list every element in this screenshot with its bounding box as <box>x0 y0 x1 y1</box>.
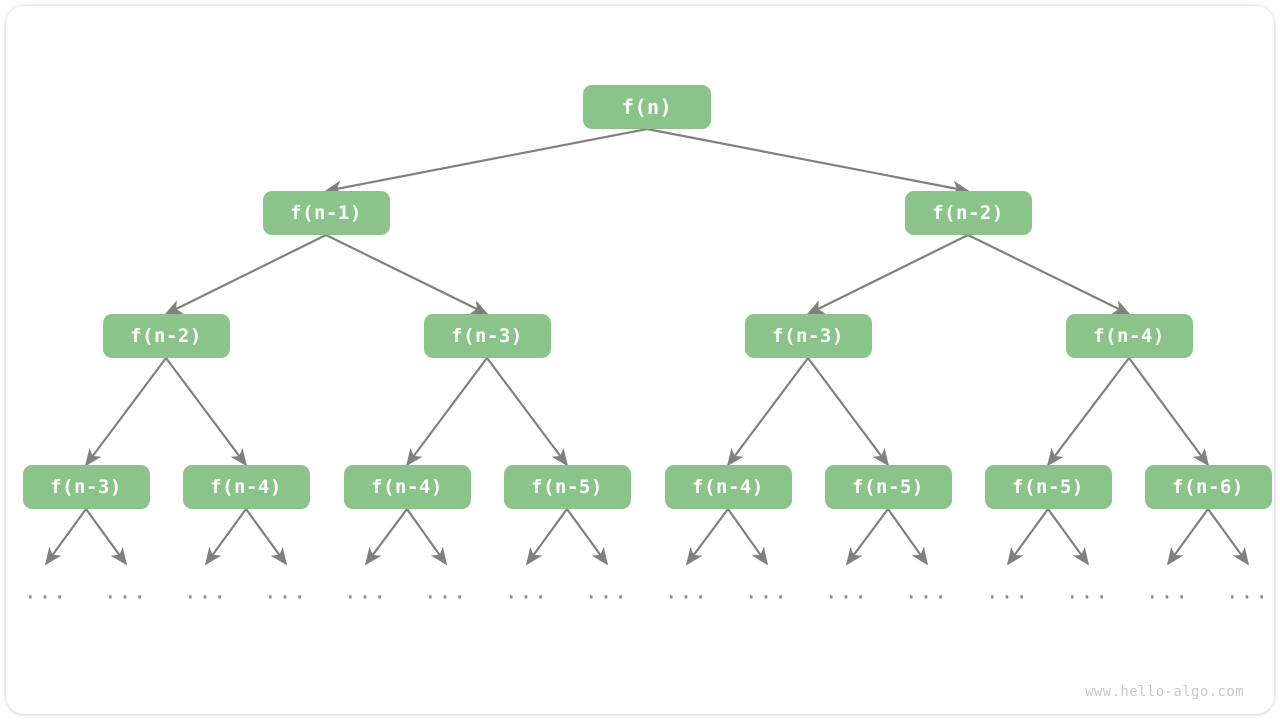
tree-edge-n3-n7 <box>84 357 167 467</box>
tree-edge-n5-n11 <box>726 357 809 467</box>
tree-edge-n0-n1 <box>324 127 648 196</box>
tree-edge-n1-n3 <box>164 234 327 315</box>
ellipsis-leaf: ... <box>424 579 468 604</box>
figure-card: f(n) f(n-1) f(n-2) f(n-2) f(n-3) f(n-3) f(n-4)… <box>6 6 1274 714</box>
leaf-edge-n14-14 <box>1166 508 1209 566</box>
leaf-edge-n11-9 <box>727 508 769 566</box>
tree-node-n7: f(n-3) <box>22 465 150 509</box>
leaf-edge-n12-10 <box>845 508 889 566</box>
ellipsis-leaf: ... <box>505 579 549 604</box>
tree-node-label: f(n-5) <box>531 476 603 498</box>
leaf-edge-n10-6 <box>525 508 568 566</box>
tree-node-n3: f(n-2) <box>102 314 230 358</box>
tree-node-label: f(n-4) <box>371 476 443 498</box>
tree-edge-n4-n10 <box>486 357 569 467</box>
leaf-edge-n8-3 <box>245 508 288 566</box>
tree-node-label: f(n-2) <box>932 202 1004 224</box>
ellipsis-leaf: ... <box>665 579 709 604</box>
tree-node-n6: f(n-4) <box>1065 314 1193 358</box>
ellipsis-leaf: ... <box>264 579 308 604</box>
leaf-edges <box>44 508 1250 566</box>
tree-node-label: f(n-4) <box>692 476 764 498</box>
ellipsis-leaf: ... <box>1066 579 1110 604</box>
tree-edge-n2-n6 <box>967 234 1131 315</box>
leaf-edge-n10-7 <box>566 508 609 566</box>
tree-edges <box>84 127 1210 467</box>
tree-node-label: f(n-1) <box>290 202 362 224</box>
tree-edge-n1-n4 <box>325 234 489 315</box>
tree-node-n10: f(n-5) <box>503 465 631 509</box>
tree-edge-n2-n5 <box>806 234 969 315</box>
tree-node-n5: f(n-3) <box>744 314 872 358</box>
leaf-edge-n13-13 <box>1047 508 1090 566</box>
tree-node-n14: f(n-6) <box>1144 465 1272 509</box>
leaf-edge-n7-1 <box>85 508 128 566</box>
tree-node-label: f(n-3) <box>451 325 523 347</box>
tree-node-label: f(n-5) <box>1012 476 1084 498</box>
tree-edge-n6-n13 <box>1046 357 1130 467</box>
tree-node-n4: f(n-3) <box>423 314 551 358</box>
recursion-tree-diagram: f(n) f(n-1) f(n-2) f(n-2) f(n-3) f(n-3) f(n-4)… <box>6 6 1274 714</box>
leaf-edge-n9-5 <box>406 508 448 566</box>
leaf-edge-n13-12 <box>1006 508 1049 566</box>
ellipsis-leaf: ... <box>1226 579 1270 604</box>
ellipsis-leaf: ... <box>585 579 629 604</box>
leaf-edge-n8-2 <box>204 508 247 566</box>
tree-edge-n4-n9 <box>405 357 488 467</box>
tree-node-label: f(n-2) <box>130 325 202 347</box>
tree-node-n0: f(n) <box>583 85 711 129</box>
ellipsis-leaf: ... <box>986 579 1030 604</box>
leaf-edge-n7-0 <box>44 508 87 566</box>
tree-node-n11: f(n-4) <box>664 465 792 509</box>
ellipsis-leaf: ... <box>184 579 228 604</box>
tree-node-label: f(n-4) <box>1093 325 1165 347</box>
leaf-edge-n12-11 <box>887 508 929 566</box>
tree-node-n12: f(n-5) <box>824 465 952 509</box>
tree-node-label: f(n-5) <box>852 476 924 498</box>
tree-edge-n0-n2 <box>646 127 970 196</box>
tree-edge-n5-n12 <box>807 357 890 467</box>
tree-node-label: f(n-3) <box>772 325 844 347</box>
tree-node-n1: f(n-1) <box>262 191 390 235</box>
ellipsis-leaf: ... <box>344 579 388 604</box>
ellipsis-leaf: ... <box>745 579 789 604</box>
ellipsis-leaf: ... <box>825 579 869 604</box>
ellipsis-leaf: ... <box>905 579 949 604</box>
tree-node-label: f(n-6) <box>1172 476 1244 498</box>
leaf-edge-n9-4 <box>364 508 408 566</box>
tree-node-n8: f(n-4) <box>182 465 310 509</box>
leaf-edge-n14-15 <box>1207 508 1250 566</box>
tree-node-n2: f(n-2) <box>904 191 1032 235</box>
tree-node-n13: f(n-5) <box>984 465 1112 509</box>
ellipsis-leaf: ... <box>24 579 68 604</box>
ellipsis-leaf: ... <box>104 579 148 604</box>
tree-node-label: f(n-3) <box>50 476 122 498</box>
tree-edge-n3-n8 <box>165 357 248 467</box>
watermark: www.hello-algo.com <box>1085 684 1244 700</box>
ellipsis-leaf: ... <box>1146 579 1190 604</box>
tree-edge-n6-n14 <box>1128 357 1210 467</box>
leaf-edge-n11-8 <box>685 508 729 566</box>
tree-node-label: f(n-4) <box>210 476 282 498</box>
tree-node-n9: f(n-4) <box>343 465 471 509</box>
tree-node-label: f(n) <box>621 95 673 119</box>
